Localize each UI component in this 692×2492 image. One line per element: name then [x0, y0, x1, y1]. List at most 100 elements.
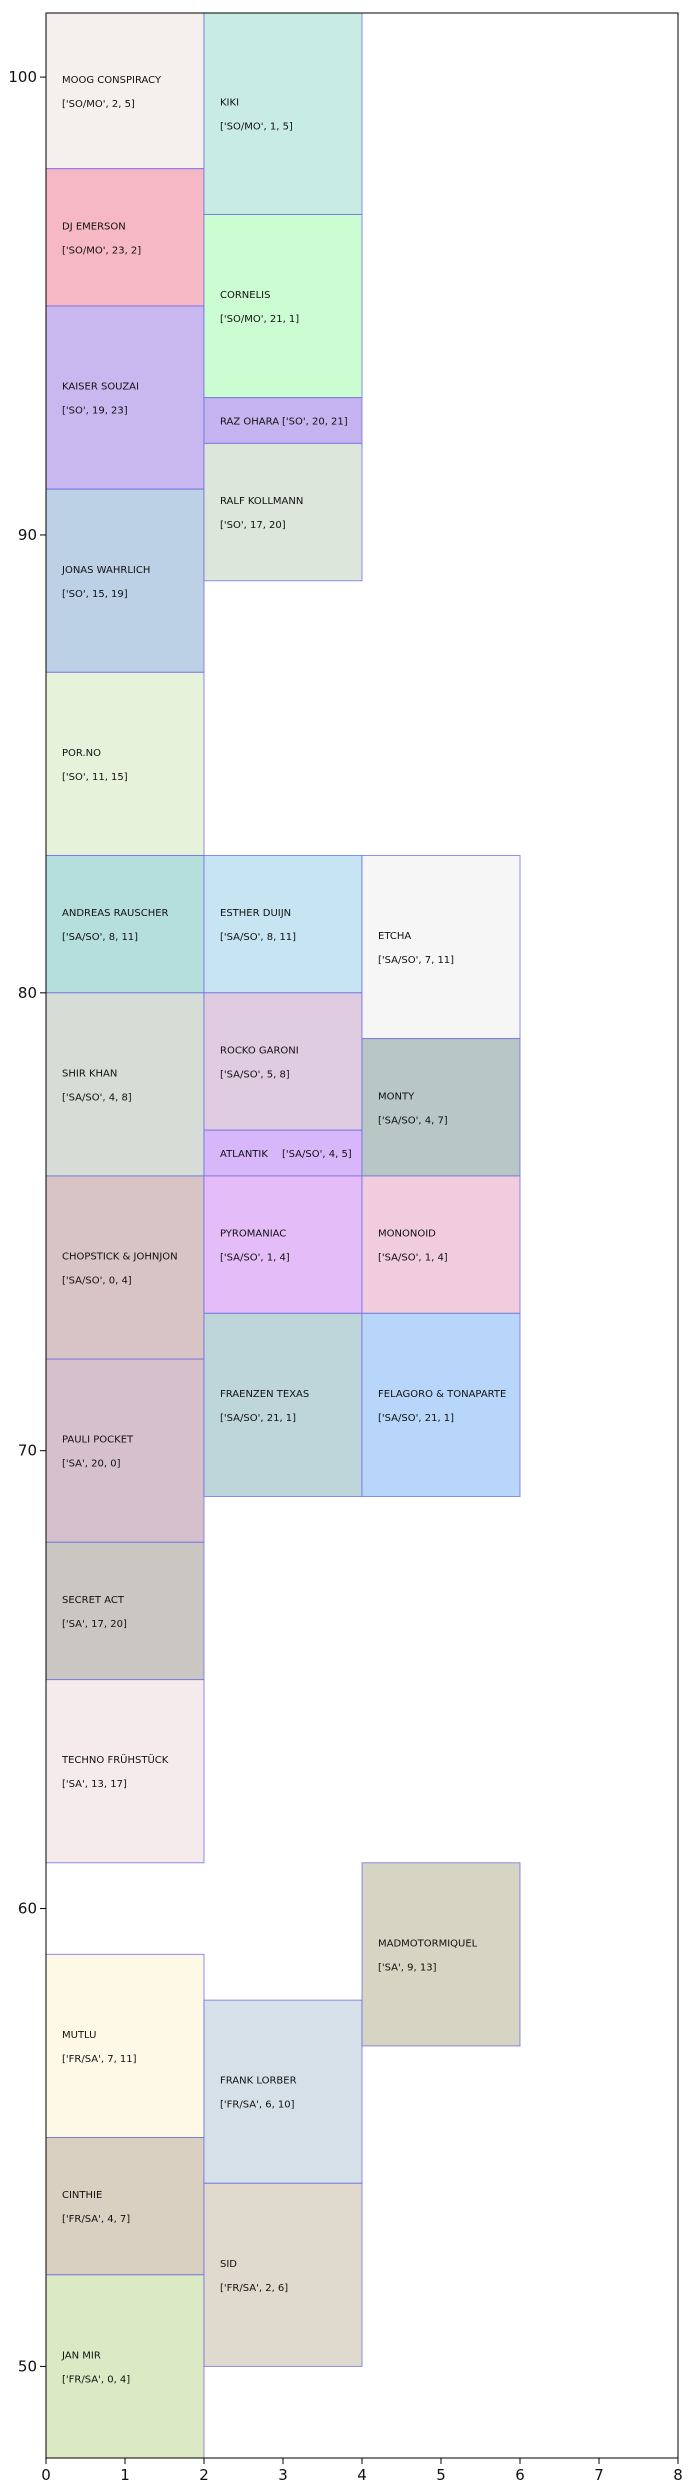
block-info: ['SA', 17, 20] — [62, 1619, 127, 1630]
block-group: ETCHA['SA/SO', 7, 11] — [361, 854, 521, 1040]
block-info: ['SA', 20, 0] — [62, 1459, 121, 1470]
block-name: ETCHA — [378, 931, 411, 942]
block-group: KAISER SOUZAI ['SO', 19, 23] — [45, 305, 205, 490]
block-info: ['FR/SA', 7, 11] — [62, 2054, 137, 2065]
block-name: PYROMANIAC — [220, 1229, 286, 1240]
block-name: ESTHER DUIJN — [220, 908, 291, 919]
block-rect — [45, 488, 205, 673]
block-group: KIKI['SO/MO', 1, 5] — [203, 12, 363, 215]
x-tick-label: 6 — [515, 2466, 525, 2484]
block-rect — [45, 854, 205, 994]
block-info: ['SA/SO', 21, 1] — [378, 1413, 454, 1424]
block-info: ['SO', 19, 23] — [62, 406, 128, 417]
block-group: ROCKO GARONI ['SA/SO', 5, 8] — [203, 992, 363, 1131]
block-group: SECRET ACT ['SA', 17, 20] — [45, 1541, 205, 1681]
block-name: MONTY — [378, 1091, 415, 1102]
x-tick-label: 3 — [278, 2466, 288, 2484]
block-name: JONAS WAHRLICH — [61, 565, 150, 576]
block-group: RALF KOLLMANN['SO', 17, 20] — [203, 442, 363, 582]
block-name: CORNELIS — [220, 290, 270, 301]
block-name: ANDREAS RAUSCHER — [62, 908, 169, 919]
block-rect — [203, 1999, 363, 2184]
block-info: ['SA/SO', 4, 7] — [378, 1115, 448, 1126]
block-group: SHIR KHAN['SA/SO', 4, 8] — [45, 992, 205, 1177]
block-group: CINTHIE['FR/SA', 4, 7] — [45, 2136, 205, 2276]
block-info: ['SA', 13, 17] — [62, 1779, 127, 1790]
block-group: FRAENZEN TEXAS ['SA/SO', 21, 1] — [203, 1312, 363, 1497]
block-rect — [203, 1129, 363, 1177]
block-group: CORNELIS ['SO/MO', 21, 1] — [203, 213, 363, 399]
block-rect — [203, 1175, 363, 1314]
block-name: KIKI — [220, 98, 239, 109]
block-name: PAULI POCKET — [62, 1435, 134, 1446]
block-name: ATLANTIK — [220, 1149, 268, 1160]
block-name: FRANK LORBER — [220, 2076, 297, 2087]
block-group: ESTHER DUIJN ['SA/SO', 8, 11] — [203, 854, 363, 994]
block-info: ['SO', 17, 20] — [220, 520, 286, 531]
block-rect — [45, 2274, 205, 2459]
block-info: ['SO/MO', 21, 1] — [220, 314, 299, 325]
block-info: ['SO', 15, 19] — [62, 589, 128, 600]
block-name: MOOG CONSPIRACY — [62, 75, 162, 86]
block-info: ['SA/SO', 1, 4] — [220, 1253, 290, 1264]
block-name: SID — [220, 2259, 237, 2270]
block-name: CHOPSTICK & JOHNJON — [62, 1252, 178, 1263]
block-info: ['SA/SO', 4, 8] — [62, 1092, 132, 1103]
block-name: CINTHIE — [62, 2190, 102, 2201]
block-rect — [203, 1312, 363, 1497]
block-info: ['SA/SO', 21, 1] — [220, 1413, 296, 1424]
block-rect — [203, 442, 363, 582]
block-rect — [45, 2136, 205, 2276]
block-group: POR.NO ['SO', 11, 15] — [45, 671, 205, 856]
block-group: JONAS WAHRLICH ['SO', 15, 19] — [45, 488, 205, 673]
block-rect — [45, 1358, 205, 1543]
block-group: PAULI POCKET ['SA', 20, 0] — [45, 1358, 205, 1543]
block-info: ['SA/SO', 8, 11] — [220, 932, 296, 943]
block-info: ['SA/SO', 5, 8] — [220, 1070, 290, 1081]
block-name: MONONOID — [378, 1229, 436, 1240]
block-rect — [203, 213, 363, 399]
block-name: RAZ OHARA — [220, 417, 279, 428]
block-group: MONONOID['SA/SO', 1, 4] — [361, 1175, 521, 1314]
block-info: ['SA', 9, 13] — [378, 1962, 437, 1973]
block-name: POR.NO — [62, 748, 101, 759]
block-rect — [361, 1175, 521, 1314]
block-name: FRAENZEN TEXAS — [220, 1389, 309, 1400]
x-tick-label: 2 — [199, 2466, 209, 2484]
y-tick-label: 50 — [18, 2357, 37, 2375]
block-rect — [45, 1541, 205, 1681]
block-rect — [45, 1953, 205, 2138]
block-name: MADMOTORMIQUEL — [378, 1938, 478, 1949]
block-rect — [45, 992, 205, 1177]
block-name: FELAGORO & TONAPARTE — [378, 1389, 506, 1400]
block-name: SECRET ACT — [62, 1595, 125, 1606]
block-group: RAZ OHARA['SO', 20, 21] — [203, 397, 363, 444]
block-rect — [45, 168, 205, 307]
block-info: ['SO/MO', 2, 5] — [62, 99, 135, 110]
x-tick-label: 5 — [436, 2466, 446, 2484]
block-info: ['SO', 11, 15] — [62, 772, 128, 783]
block-info: ['SA/SO', 0, 4] — [62, 1276, 132, 1287]
block-rect — [361, 1038, 521, 1177]
block-name: KAISER SOUZAI — [62, 382, 139, 393]
block-rect — [361, 1312, 521, 1497]
x-tick-label: 1 — [120, 2466, 130, 2484]
x-tick-label: 4 — [357, 2466, 367, 2484]
block-group: CHOPSTICK & JOHNJON ['SA/SO', 0, 4] — [45, 1175, 205, 1360]
block-group: PYROMANIAC ['SA/SO', 1, 4] — [203, 1175, 363, 1314]
block-rect — [45, 1679, 205, 1864]
block-rect — [203, 2182, 363, 2367]
block-name: ROCKO GARONI — [220, 1046, 299, 1057]
block-group: TECHNO FRÜHSTÜCK['SA', 13, 17] — [45, 1679, 205, 1864]
block-group: FRANK LORBER['FR/SA', 6, 10] — [203, 1999, 363, 2184]
block-name: DJ EMERSON — [62, 221, 126, 232]
block-group: ATLANTIK ['SA/SO', 4, 5] — [203, 1129, 363, 1177]
block-rect — [203, 12, 363, 215]
block-rect — [45, 671, 205, 856]
block-rect — [45, 305, 205, 490]
block-rect — [203, 854, 363, 994]
block-group: JAN MIR['FR/SA', 0, 4] — [45, 2274, 205, 2459]
block-info: ['SO/MO', 23, 2] — [62, 245, 141, 256]
block-info: ['SA/SO', 4, 5] — [282, 1149, 352, 1160]
